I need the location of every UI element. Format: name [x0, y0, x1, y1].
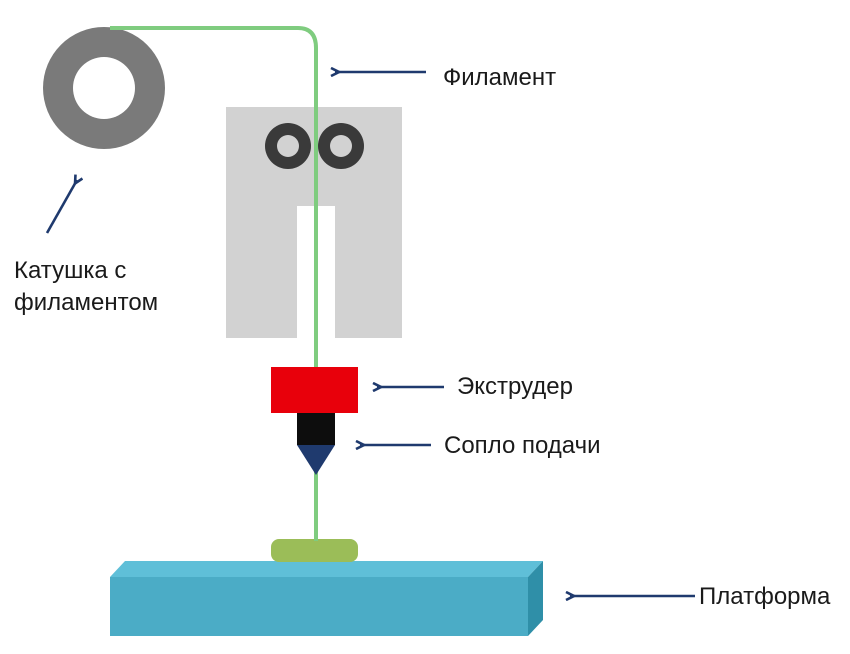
platform-top: [110, 561, 543, 577]
nozzle-tip: [297, 445, 335, 475]
extruder-label: Экструдер: [457, 373, 573, 400]
platform-front: [110, 577, 528, 636]
platform-label: Платформа: [699, 583, 831, 610]
extruder-block: [271, 367, 358, 413]
nozzle-body: [297, 413, 335, 445]
feed-roller-right-hole: [330, 135, 352, 157]
printed-part: [271, 539, 358, 562]
spool-label-line1: Катушка с: [14, 257, 127, 284]
spool-hole: [73, 57, 135, 119]
spool-label-line2: филаментом: [14, 289, 159, 316]
platform-side: [528, 561, 543, 636]
filament-strand: [110, 26, 318, 541]
filament-label: Филамент: [443, 64, 557, 91]
nozzle-label: Сопло подачи: [444, 432, 601, 459]
feed-roller-left-hole: [277, 135, 299, 157]
spool-arrow: [45, 180, 77, 234]
